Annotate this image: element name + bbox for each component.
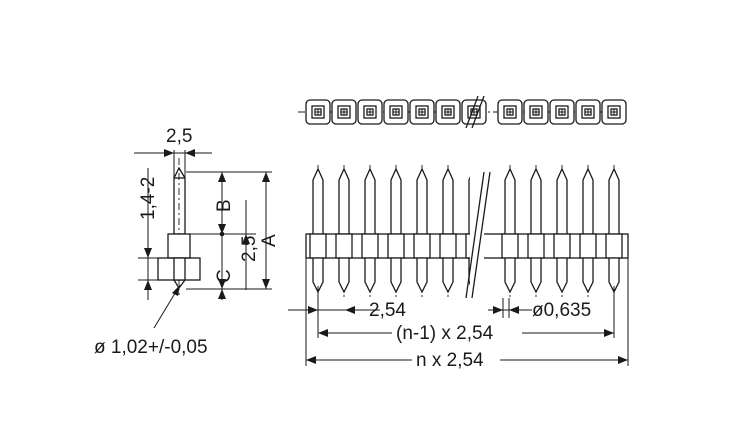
top-pad-left-2 (357, 99, 383, 125)
height-label: 2,5 (239, 236, 260, 262)
hole-label: ø 1,02+/-0,05 (94, 337, 208, 358)
span-label: (n-1) x 2,54 (396, 323, 494, 344)
front-pin-right-4 (605, 165, 623, 300)
top-pad-right-3 (575, 99, 601, 125)
front-pins (309, 165, 623, 300)
front-pin-left-0 (309, 165, 327, 300)
front-pin-right-1 (527, 165, 545, 300)
side-length-label: 1,4-2 (138, 177, 159, 220)
top-pad-right-0 (497, 99, 523, 125)
front-view (305, 160, 629, 300)
c-label: C (214, 269, 235, 283)
top-pad-right-4 (601, 99, 627, 125)
side-width-dimension: 2,5 (134, 126, 212, 178)
top-pad-left-0 (305, 99, 331, 125)
side-pin (157, 158, 201, 295)
top-view (298, 95, 627, 129)
side-width-label: 2,5 (166, 126, 192, 147)
total-label: n x 2,54 (416, 350, 484, 371)
top-pad-left-6 (461, 99, 487, 125)
top-pad-right-2 (549, 99, 575, 125)
top-pad-right-1 (523, 99, 549, 125)
pitch-dimension: 2,54 (288, 300, 406, 321)
hole-callout: ø 1,02+/-0,05 (94, 284, 208, 358)
b-label: B (214, 199, 235, 212)
side-height-dimension: 2,5 A (186, 171, 280, 290)
side-view: 2,5 1,4-2 B C (94, 126, 280, 358)
top-pad-left-1 (331, 99, 357, 125)
front-pin-right-0 (501, 165, 519, 300)
front-pin-left-3 (387, 165, 405, 300)
front-pin-left-4 (413, 165, 431, 300)
front-pin-left-5 (439, 165, 457, 300)
front-pin-left-1 (335, 165, 353, 300)
total-dimension: n x 2,54 (305, 258, 629, 371)
top-pad-left-4 (409, 99, 435, 125)
top-pad-left-3 (383, 99, 409, 125)
top-pad-left-5 (435, 99, 461, 125)
a-label: A (259, 234, 280, 247)
pin-diameter-dimension: ø0,635 (488, 298, 591, 321)
front-pin-left-2 (361, 165, 379, 300)
side-bc-dimension: B C (186, 171, 235, 300)
front-pin-right-2 (553, 165, 571, 300)
side-length-dimension: 1,4-2 (138, 168, 160, 300)
front-pin-right-3 (579, 165, 597, 300)
top-right-pads (497, 99, 627, 125)
pin-diameter-label: ø0,635 (532, 300, 591, 321)
pitch-label: 2,54 (369, 300, 406, 321)
top-left-pads (305, 99, 487, 125)
span-dimension: (n-1) x 2,54 (317, 286, 615, 344)
front-dimensions: 2,54 ø0,635 (n-1) x 2,54 (288, 258, 629, 371)
